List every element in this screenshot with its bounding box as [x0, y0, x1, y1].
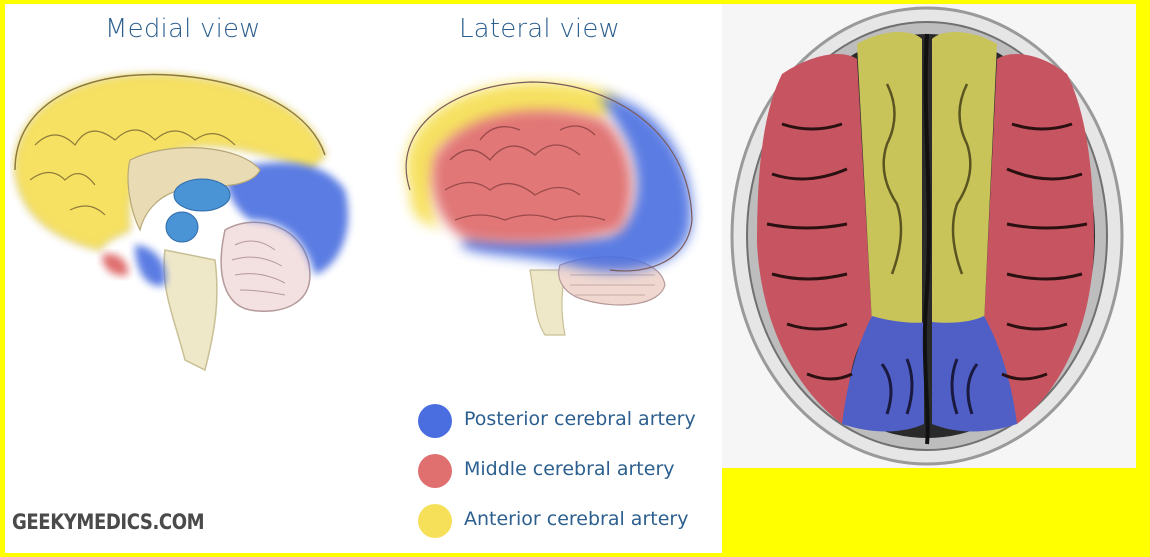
legend-label-posterior: Posterior cerebral artery	[464, 408, 696, 430]
lateral-view-title: Lateral view	[459, 14, 620, 44]
legend-swatch-anterior	[418, 504, 452, 538]
medial-thalamus-bottom	[165, 211, 199, 243]
medial-brainstem	[163, 249, 218, 372]
legend-swatch-middle	[418, 454, 452, 488]
lateral-posterior-region	[460, 95, 692, 272]
mri-axial-slice	[730, 6, 1124, 466]
mri-posterior-left	[842, 316, 924, 432]
mri-anterior-right	[932, 32, 997, 325]
medial-posterior-region	[225, 162, 349, 275]
legend-item-middle: Middle cerebral artery	[418, 452, 718, 488]
medial-thalamus-top	[173, 178, 231, 212]
medial-cerebellum	[220, 221, 311, 312]
lateral-view-brain	[405, 81, 693, 336]
mri-middle-left	[757, 54, 872, 424]
lateral-middle-region	[431, 110, 632, 243]
medial-middle-region	[102, 253, 129, 276]
medial-view-brain	[14, 73, 349, 372]
legend-swatch-posterior	[418, 404, 452, 438]
mri-anterior-left	[857, 32, 922, 325]
medial-posterior-inferior	[135, 245, 166, 286]
mri-panel	[722, 4, 1136, 468]
legend-label-middle: Middle cerebral artery	[464, 458, 675, 480]
mri-middle-right	[984, 54, 1094, 424]
legend-item-anterior: Anterior cerebral artery	[418, 502, 718, 538]
legend-item-posterior: Posterior cerebral artery	[418, 402, 718, 438]
legend-label-anterior: Anterior cerebral artery	[464, 508, 689, 530]
lateral-anterior-region	[406, 82, 620, 230]
medial-view-title: Medial view	[105, 14, 261, 44]
brand-logo-text: GEEKYMEDICS.COM	[12, 510, 205, 534]
